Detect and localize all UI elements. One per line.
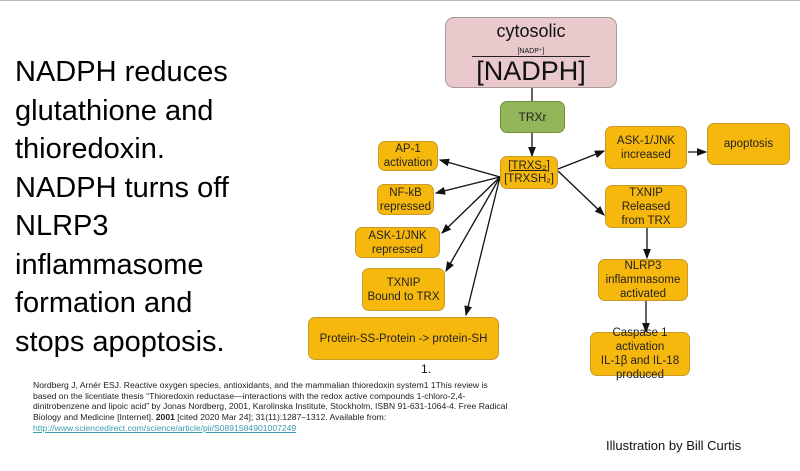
- edge-trxs-nfkb: [434, 176, 501, 195]
- node-protein: Protein-SS-Protein -> protein-SH: [308, 317, 499, 360]
- citation-text-after: [cited 2020 Mar 24]; 31(11):1287–1312. A…: [174, 412, 387, 423]
- trxs-numerator: [TRXS₂]: [508, 159, 550, 172]
- citation-link[interactable]: http://www.sciencedirect.com/science/art…: [33, 422, 297, 433]
- edge-trxs-ask-increased: [557, 150, 606, 170]
- slide-main-text: NADPH reduces glutathione and thioredoxi…: [15, 56, 229, 358]
- node-ask-repressed: ASK-1/JNK repressed: [355, 227, 440, 258]
- citation-text: Nordberg J, Arnér ESJ. Reactive oxygen s…: [33, 380, 508, 423]
- citation-year: 2001: [155, 412, 175, 423]
- trxs-denominator: [TRXSH₂]: [504, 172, 554, 185]
- node-ap1: AP-1 activation: [378, 141, 438, 171]
- cytosolic-denominator: [NADPH]: [476, 56, 586, 86]
- cytosolic-title: cytosolic: [496, 21, 566, 41]
- cytosolic-numerator: [NADP⁺]: [517, 48, 545, 55]
- node-txnip-released: TXNIP Released from TRX: [605, 185, 687, 228]
- node-apoptosis: apoptosis: [707, 123, 790, 165]
- citation: Nordberg J, Arnér ESJ. Reactive oxygen s…: [33, 380, 513, 434]
- edge-trxs-txnip-bound: [445, 176, 501, 273]
- node-trxs: [TRXS₂] [TRXSH₂]: [500, 156, 558, 189]
- edge-trxs-txnip-released: [557, 170, 605, 216]
- node-trxr: TRXr: [500, 101, 565, 133]
- node-cytosolic: cytosolic [NADP⁺] [NADPH]: [445, 17, 617, 88]
- footnote-marker: 1.: [421, 362, 432, 376]
- node-nfkb: NF-kB repressed: [377, 184, 434, 215]
- node-nlrp3: NLRP3 inflammasome activated: [598, 259, 688, 301]
- illustration-credit: Illustration by Bill Curtis: [606, 438, 742, 453]
- node-caspase: Caspase 1 activation IL-1β and IL-18 pro…: [590, 327, 690, 381]
- node-txnip-bound: TXNIP Bound to TRX: [362, 268, 445, 311]
- edge-trxs-ask-repressed: [441, 176, 501, 234]
- edge-trxs-ap1: [438, 158, 501, 178]
- node-ask-increased: ASK-1/JNK increased: [605, 126, 687, 169]
- fraction-bar: [472, 56, 590, 57]
- edge-trxs-protein: [464, 176, 501, 317]
